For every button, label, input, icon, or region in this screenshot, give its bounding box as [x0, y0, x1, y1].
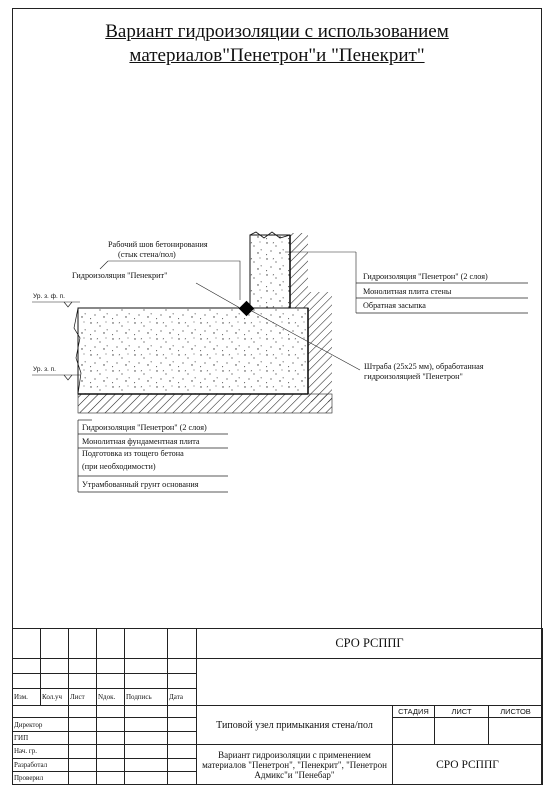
stamp-col-count: Кол.уч — [40, 688, 69, 706]
drawing-title-line2: материалов"Пенетрон"и "Пенекрит" — [129, 45, 425, 66]
stamp-col-signature: Подпись — [124, 688, 168, 706]
drawing-title-line1: Вариант гидроизоляции с использованием — [105, 21, 449, 42]
joint-note-line2: (стык стена/пол) — [118, 250, 176, 259]
foundation-slab — [77, 307, 309, 395]
stamp-col-docno: Nдок. — [96, 688, 125, 706]
stamp-head-stage: СТАДИЯ — [392, 704, 435, 718]
floor-layer-lean-concrete: Подготовка из тощего бетона — [82, 449, 184, 458]
stamp-role-checker: Проверил — [12, 770, 69, 786]
floor-layer-lean-concrete-note: (при необходимости) — [82, 462, 156, 471]
groove-diamond — [238, 300, 255, 317]
stamp-org-bottom: СРО РСППГ — [391, 744, 544, 785]
wall-layer-backfill: Обратная засыпка — [363, 301, 426, 310]
joint-note-line1: Рабочий шов бетонирования — [108, 240, 208, 249]
stamp-role-group-head: Нач. гр. — [12, 744, 69, 759]
stamp-col-change: Изм. — [12, 688, 41, 706]
stamp-col-sheet: Лист — [68, 688, 97, 706]
stamp-empty-area — [195, 657, 544, 706]
floor-layer-soil: Утрамбованный грунт основания — [82, 480, 199, 489]
floor-layer-waterproofing: Гидроизоляция "Пенетрон" (2 слоя) — [82, 423, 207, 432]
stamp-org-top: СРО РСППГ — [195, 628, 544, 659]
soil-hatch-corner — [308, 292, 332, 402]
wall-layer-waterproofing: Гидроизоляция "Пенетрон" (2 слоя) — [363, 272, 488, 281]
stamp-title: Типовой узел примыкания стена/пол — [196, 704, 393, 746]
title-block: СРО РСППГ Изм. Кол.уч Лист Nдок. Подпись… — [12, 628, 544, 786]
penekrit-note: Гидроизоляция "Пенекрит" — [72, 271, 168, 280]
stamp-description: Вариант гидроизоляции с применением мате… — [196, 744, 393, 785]
stamp-role-gip: ГИП — [12, 731, 69, 746]
soil-hatch-wall — [290, 233, 308, 308]
groove-note-line1: Штраба (25х25 мм), обработанная — [364, 362, 484, 371]
level-mark-bottom: Ур. з. п. — [33, 366, 56, 373]
drawing-frame — [12, 8, 542, 785]
level-mark-top: Ур. з. ф. п. — [33, 293, 65, 300]
stamp-head-sheets: ЛИСТОВ — [487, 704, 544, 718]
floor-layer-slab: Монолитная фундаментная плита — [82, 437, 200, 446]
stamp-head-sheet: ЛИСТ — [434, 704, 489, 718]
groove-note-line2: гидроизоляцией "Пенетрон" — [364, 372, 463, 381]
wall-layer-slab: Монолитная плита стены — [363, 287, 452, 296]
stamp-role-director: Директор — [12, 716, 69, 733]
stamp-role-developer: Разработал — [12, 757, 69, 772]
stamp-col-date: Дата — [167, 688, 197, 706]
wall-slab — [249, 234, 291, 309]
soil-hatch-base — [78, 394, 332, 413]
